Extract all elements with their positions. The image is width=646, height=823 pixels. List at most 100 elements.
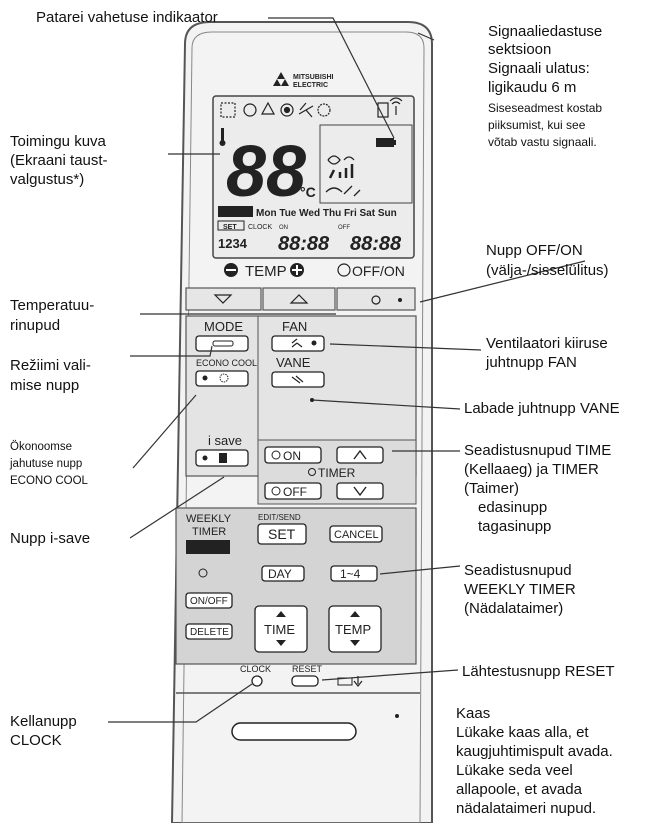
offon-row-label: OFF/ON (352, 263, 405, 279)
weekly-onoff-button[interactable]: ON/OFF (186, 540, 230, 554)
cover-callout-6: nädalataimeri nupud. (456, 800, 597, 817)
lcd-set-badge: SET (223, 224, 237, 231)
time-label: TIME (264, 622, 295, 637)
edit-send-label: EDIT/SEND (258, 513, 301, 522)
thermometer-icon (219, 128, 226, 146)
signal-callout-1: Signaaliedastuse (488, 23, 603, 40)
signal-callout-5: Siseseadmest kostab (488, 101, 603, 115)
battery-indicator-icon (376, 138, 396, 147)
cover-callout-2: Lükake kaas alla, et (456, 724, 589, 741)
timer-off-button[interactable]: OFF (264, 482, 322, 500)
temp-down-button[interactable] (185, 287, 262, 311)
day-label: DAY (268, 567, 292, 581)
clock-button[interactable] (251, 675, 263, 687)
reset-label: RESET (292, 664, 323, 674)
delete-button[interactable]: DELETE (185, 623, 233, 640)
cancel-label: CANCEL (334, 529, 379, 541)
econo-cool-button[interactable] (195, 370, 249, 387)
i-save-label: i save (208, 433, 242, 448)
lcd-sub-area (319, 124, 413, 204)
weekly-temp-label: TEMP (335, 622, 371, 637)
gear-mode-icon (317, 103, 331, 117)
onoff-label: ON/OFF (190, 596, 228, 607)
brand-line2: ELECTRIC (293, 82, 328, 89)
econo-callout-3: ECONO COOL (10, 475, 88, 487)
fan-callout-2: juhtnupp FAN (486, 354, 577, 371)
off-on-button[interactable] (336, 287, 416, 311)
cover-slide-grip[interactable] (231, 722, 357, 741)
isave-callout: Nupp i-save (10, 530, 91, 547)
fan-speed-icons (325, 155, 361, 197)
timer-up-button[interactable] (336, 446, 384, 464)
lcd-on-small: ON (279, 225, 288, 231)
mode-button[interactable] (195, 335, 249, 352)
weekly-callout-3: (Nädalataimer) (464, 600, 564, 617)
signal-callout-7: võtab vastu signaali. (488, 135, 597, 149)
lcd-off-small: OFF (338, 225, 350, 231)
signal-callout-3: Signaali ulatus: (488, 60, 590, 77)
fan-callout-1: Ventilaatori kiiruse (486, 335, 608, 352)
timer-callout-2: (Kellaaeg) ja TIMER (464, 461, 599, 478)
day-button[interactable]: DAY (261, 565, 305, 582)
vane-button[interactable] (271, 371, 325, 388)
fan-label: FAN (282, 319, 307, 334)
timer-off-label: OFF (283, 485, 307, 499)
timer-down-button[interactable] (336, 482, 384, 500)
timer-callout-1: Seadistusnupud TIME (464, 442, 612, 459)
power-icon (337, 263, 351, 277)
cancel-button[interactable]: CANCEL (329, 525, 383, 543)
timer-callout-5: tagasinupp (478, 518, 552, 535)
timer-clock-icon (308, 468, 316, 476)
cover-callout-5: allapoole, et avada (456, 781, 582, 798)
cover-callout-3: kaugjuhtimispult avada. (456, 743, 613, 760)
temp-up-button[interactable] (262, 287, 336, 311)
delete-label: DELETE (190, 627, 229, 638)
set-label: SET (268, 526, 296, 542)
weekly-timer-label-1: WEEKLY (186, 513, 232, 525)
lcd-time-right: 88:88 (350, 233, 402, 255)
one-to-four-label: 1~4 (340, 567, 361, 581)
brand-line1: MITSUBISHI (293, 74, 334, 81)
weekly-callout-1: Seadistusnupud (464, 562, 572, 579)
weekly-callout-2: WEEKLY TIMER (464, 581, 576, 598)
temp-row-label: TEMP (245, 263, 287, 280)
lcd-screen (212, 95, 415, 259)
timer-callout-3: (Taimer) (464, 480, 519, 497)
timer-on-button[interactable]: ON (264, 446, 322, 464)
lcd-weekly-badge-bg (218, 206, 253, 217)
battery-callout: Patarei vahetuse indikaator (36, 9, 218, 26)
lcd-set-badge-bg (217, 220, 245, 231)
remote-body-inner (181, 31, 425, 823)
one-to-four-button[interactable]: 1~4 (330, 565, 378, 582)
signal-callout-6: piiksumist, kui see (488, 118, 586, 132)
set-button[interactable]: SET (257, 523, 307, 545)
i-save-button[interactable] (195, 449, 249, 467)
leader-lines (108, 17, 586, 723)
clock-callout-1: Kellanupp (10, 713, 77, 730)
fan-pointer-dot (312, 341, 316, 345)
offon-callout-1: Nupp OFF/ON (486, 242, 583, 259)
temp-callout-2: rinupud (10, 317, 61, 334)
display-callout-1: Toimingu kuva (10, 133, 106, 150)
offon-callout-2: (välja-/sisselülitus) (486, 262, 609, 279)
auto-mode-icon (220, 102, 236, 118)
timer-on-label: ON (283, 449, 301, 463)
reset-callout: Lähtestusnupp RESET (462, 663, 615, 680)
dry-mode-icon (260, 101, 276, 115)
cover-callout-1: Kaas (456, 705, 491, 722)
timer-label: TIMER (318, 466, 356, 480)
mode-label: MODE (204, 319, 243, 334)
lcd-days: Mon Tue Wed Thu Fri Sat Sun (256, 208, 397, 219)
fan-mode-icon (298, 102, 314, 118)
reset-button[interactable] (291, 675, 319, 687)
fan-button[interactable] (271, 335, 325, 352)
lcd-program-numbers: 1234 (218, 236, 248, 251)
lcd-unit: °C (300, 184, 316, 200)
display-callout-2: (Ekraani taust- (10, 152, 108, 169)
onoff-button[interactable]: ON/OFF (185, 592, 233, 609)
time-button[interactable]: TIME (254, 605, 308, 653)
vane-pointer-dot (310, 398, 314, 402)
display-callout-3: valgustus*) (10, 171, 85, 188)
weekly-temp-button[interactable]: TEMP (328, 605, 382, 653)
cover-callout-4: Lükake seda veel (456, 762, 573, 779)
